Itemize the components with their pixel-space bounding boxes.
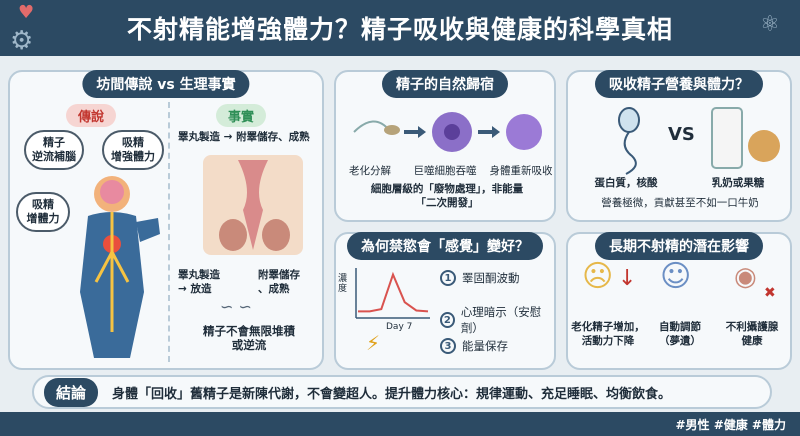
nutrition-left: 蛋白質，核酸 <box>594 177 658 189</box>
feel-item-2: 2 心理暗示（安慰劑） <box>440 304 554 336</box>
chart-ylabel: 濃度 <box>338 274 348 294</box>
prostate-icon: ◉ <box>734 262 757 292</box>
molecule-icon: ⚛ <box>760 12 780 37</box>
panel-feel-title: 為何禁慾會「感覺」變好？ <box>347 232 543 260</box>
panel-nutrition-title: 吸收精子營養與體力？ <box>595 70 763 98</box>
heart-icon: ♥ <box>18 2 35 23</box>
panel-fate-title: 精子的自然歸宿 <box>382 70 508 98</box>
chart-xlabel: Day 7 <box>386 322 413 332</box>
item-number: 3 <box>440 338 456 354</box>
fact-top: 睪丸製造 → 附睪儲存、成熟 <box>178 131 310 143</box>
divider <box>168 102 170 362</box>
cross-icon: ✖ <box>764 285 776 301</box>
feel-item-1: 1 睪固酮波動 <box>440 270 520 286</box>
fate-label-1: 巨噬細胞吞噬 <box>413 165 477 177</box>
title-bar: 不射精能增強體力？精子吸收與健康的科學真相 <box>0 0 800 56</box>
hormone-chart <box>355 268 430 319</box>
hormone-series-line <box>358 271 429 313</box>
fate-caption: 細胞層級的「廢物處理」，非能量 「二次開發」 <box>370 183 524 209</box>
feel-item-3: 3 能量保存 <box>440 338 508 354</box>
gear-icon: ⚙ <box>10 26 34 56</box>
footer-tags: #男性 #健康 #體力 <box>675 418 786 432</box>
item-text: 睪固酮波動 <box>462 271 520 285</box>
sleep-face-icon: ☺ <box>660 259 692 294</box>
anatomy-illustration <box>203 155 303 255</box>
milk-illustration <box>711 107 780 169</box>
down-arrow-icon: ↓ <box>618 266 637 291</box>
sperm-illustration <box>618 107 640 175</box>
risk-item-1: 自動調節 （夢遺） <box>659 321 701 347</box>
page-title: 不射精能增強體力？精子吸收與健康的科學真相 <box>126 15 673 44</box>
fate-label-0: 老化分解 <box>349 165 391 177</box>
fate-illustration <box>353 112 542 152</box>
sperm-icon: ∽ ∽ <box>220 297 252 316</box>
fact-bottom: 精子不會無限堆積 或逆流 <box>203 324 295 352</box>
lightning-icon: ⚡ <box>366 331 381 355</box>
panel-nutrition: 吸收精子營養與體力？ VS 蛋白質，核酸 乳奶或果糖 營養極微，貢獻甚至不如一口… <box>566 70 792 222</box>
nutrition-right: 乳奶或果糖 <box>711 177 765 189</box>
vs-label: VS <box>668 124 695 145</box>
myth-bubble-strength: 吸精 增強體力 <box>102 130 164 170</box>
risk-item-2: 不利攝護腺 健康 <box>725 321 779 347</box>
nutrition-caption: 營養極微，貢獻甚至不如一口牛奶 <box>601 197 759 209</box>
panel-myth-title: 坊間傳說 vs 生理事實 <box>82 70 250 98</box>
fact-left: 睪丸製造 → 放造 <box>178 269 220 295</box>
conclusion-text: 身體「回收」舊精子是新陳代謝，不會變超人。提升體力核心：規律運動、充足睡眠、均衡… <box>112 386 672 402</box>
fact-label: 事實 <box>216 104 267 127</box>
item-number: 2 <box>440 312 455 328</box>
item-text: 心理暗示（安慰劑） <box>460 305 542 335</box>
panel-fate: 精子的自然歸宿 老化分解 巨噬細胞吞噬 身體重新吸收 細胞層級的「廢物處理」，非… <box>334 70 556 222</box>
item-number: 1 <box>440 270 456 286</box>
panel-risk-title: 長期不射精的潛在影響 <box>595 232 763 260</box>
body-illustration <box>80 176 160 358</box>
myth-bubble-brain: 精子 逆流補腦 <box>24 130 84 170</box>
risk-item-0: 老化精子增加， 活動力下降 <box>571 321 645 347</box>
fact-right: 附睪儲存 、成熟 <box>258 269 300 295</box>
sad-face-icon: ☹ <box>582 259 614 294</box>
myth-bubble-stamina: 吸精 增體力 <box>16 192 70 232</box>
footer: #男性 #健康 #體力 <box>0 412 800 436</box>
conclusion-badge: 結論 <box>44 377 99 407</box>
conclusion-bar: 結論 身體「回收」舊精子是新陳代謝，不會變超人。提升體力核心：規律運動、充足睡眠… <box>32 375 772 409</box>
fate-label-2: 身體重新吸收 <box>489 165 553 177</box>
myth-label: 傳說 <box>66 104 117 127</box>
panel-feel: 為何禁慾會「感覺」變好？ 濃度 Day 7 ⚡ 1 睪固酮波動 2 心理暗示（安慰劑… <box>334 232 556 370</box>
panel-risk: 長期不射精的潛在影響 ☹ ↓ ☺ ◉ ✖ 老化精子增加， 活動力下降 自動調節 … <box>566 232 792 370</box>
item-text: 能量保存 <box>462 339 508 353</box>
panel-myth-fact: 坊間傳說 vs 生理事實 傳說 事實 精子 逆流補腦 吸精 增強體力 吸精 增體… <box>8 70 324 370</box>
